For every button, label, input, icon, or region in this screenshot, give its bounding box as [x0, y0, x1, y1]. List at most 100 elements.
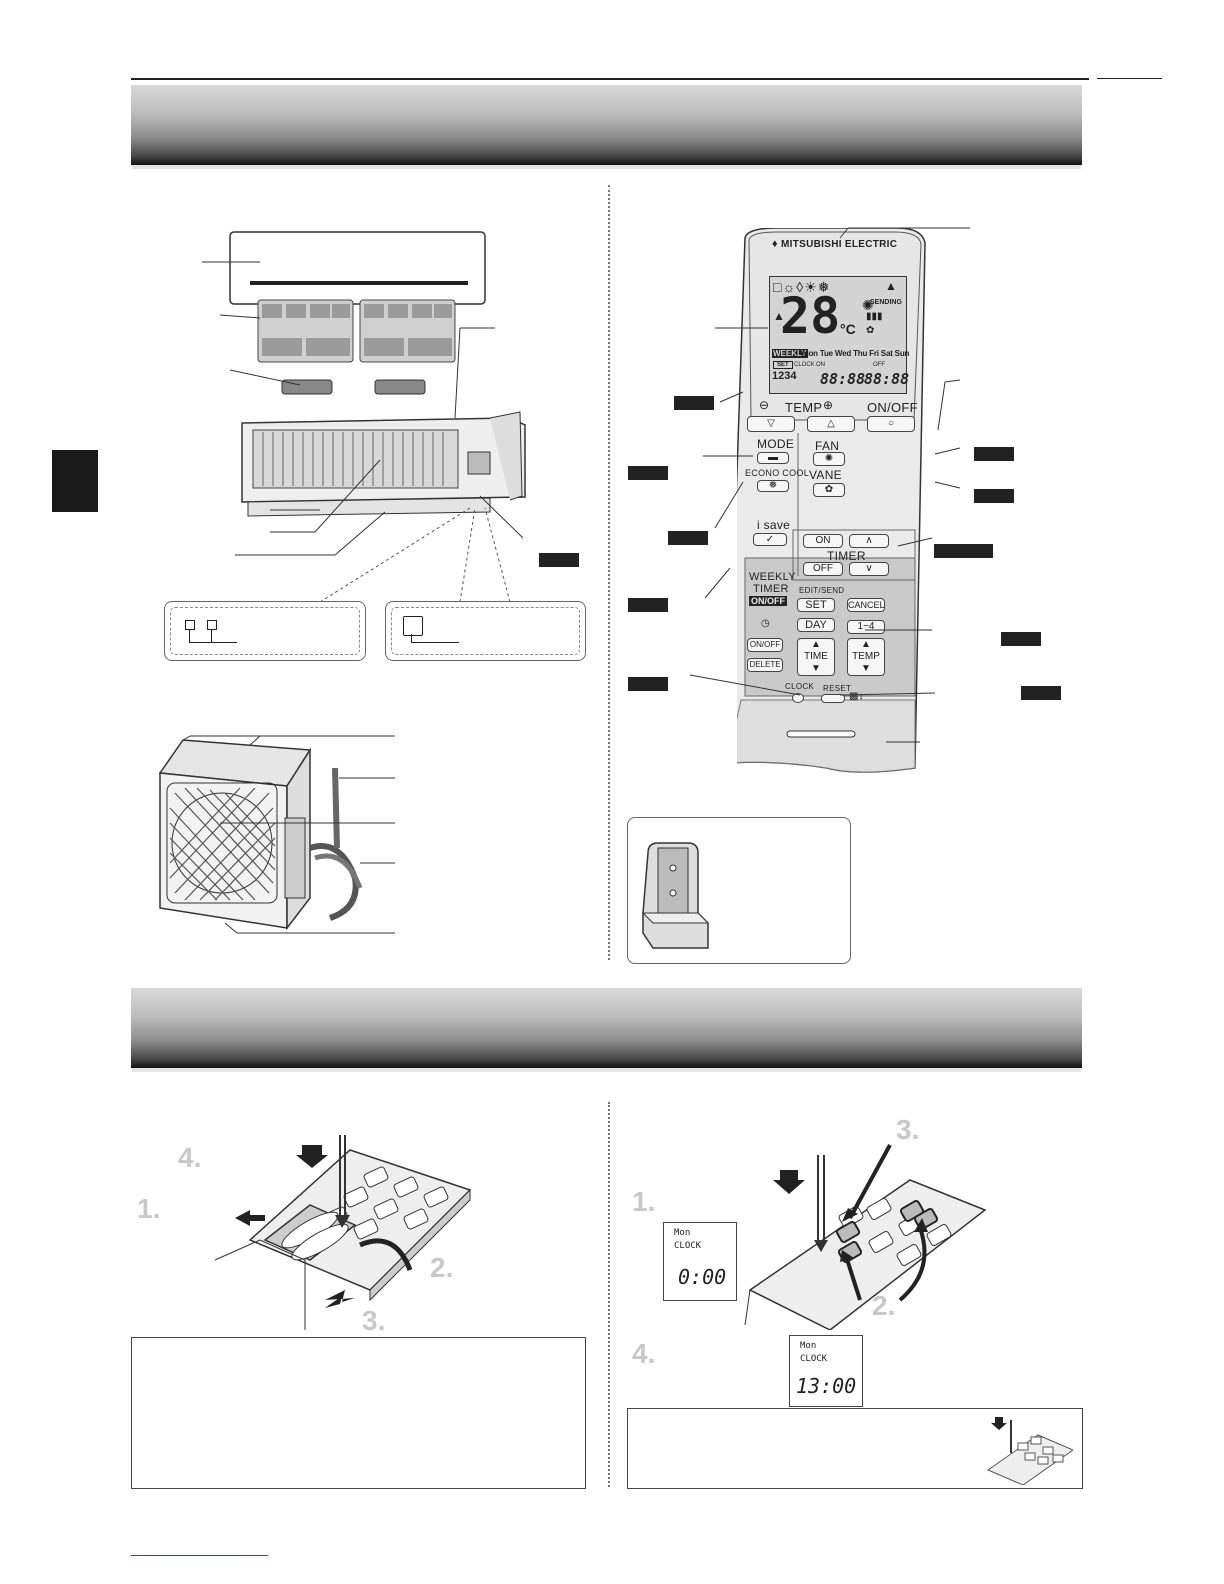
label-tag-mode [628, 466, 668, 480]
cancel-label: CANCEL [848, 600, 885, 610]
clock-setting-illustration [744, 1144, 987, 1330]
clock-button[interactable] [792, 693, 804, 703]
time-label: TIME [804, 651, 828, 662]
signal-icon: ▲ [885, 279, 897, 293]
clock-step-3: 3. [896, 1114, 920, 1145]
mode-icons: □☼◊☀❅ [773, 279, 831, 295]
reset-button[interactable] [821, 694, 845, 703]
label-tag-temp [674, 396, 714, 410]
battery-icon: ▩↓ [849, 691, 864, 702]
mode-button[interactable]: ▬ [757, 452, 789, 464]
vane-icon: ✿ [866, 325, 875, 336]
weekly-temp-button[interactable]: ▲TEMP▼ [847, 638, 885, 676]
detail-box-left [164, 601, 366, 661]
weekly-timer-label: TIMER [753, 583, 789, 595]
temp-label: TEMP [785, 400, 823, 415]
label-tag-timer [934, 544, 993, 558]
fan-label: FAN [815, 439, 840, 453]
timer-off-label: OFF [813, 563, 833, 574]
onoff-label: ON/OFF [867, 400, 918, 415]
day-button[interactable]: DAY [797, 618, 835, 632]
battery-step-4: 4. [178, 1142, 202, 1173]
top-rule [131, 78, 1089, 80]
fan-button[interactable]: ✺ [813, 452, 845, 466]
section-banner-1 [131, 85, 1082, 165]
brand-logo: ♦ MITSUBISHI ELECTRIC [772, 238, 898, 250]
econo-cool-label: ECONO COOL [745, 468, 810, 478]
label-tag-weekly [1001, 632, 1041, 646]
temp2-label: TEMP [852, 651, 880, 662]
isave-button[interactable]: ✓ [753, 533, 787, 546]
mode-label: MODE [757, 437, 795, 451]
timer-down-button[interactable]: ∨ [849, 562, 889, 576]
delete-label: DELETE [749, 660, 781, 669]
fan-speed-icon: ▮▮▮ [866, 311, 883, 322]
clock-display-day-2: Mon [800, 1341, 817, 1351]
timer-label: TIMER [827, 549, 866, 563]
label-tag-vane [974, 489, 1014, 503]
thermometer-icon: ▲ [773, 309, 785, 323]
vane-label: VANE [809, 468, 842, 482]
section-banner-2 [131, 988, 1082, 1068]
label-tag-fan [974, 447, 1014, 461]
battery-insertion-illustration [214, 1135, 472, 1330]
top-rule-right [1097, 78, 1162, 79]
label-tag-indoor [539, 553, 579, 567]
detail-box-right [385, 601, 586, 661]
clock-indicator: CLOCK [794, 362, 815, 368]
battery-note-box [131, 1337, 586, 1489]
weekly-onoff-small-button[interactable]: ON/OFF [747, 638, 783, 652]
column-divider-upper [608, 185, 610, 960]
timer-up-button[interactable]: ∧ [849, 534, 889, 548]
temp-down-button[interactable]: ▽ [747, 416, 795, 432]
weekly-label: WEEKLY [749, 571, 796, 583]
label-tag-reset [1021, 686, 1061, 700]
range-label: 1~4 [857, 621, 875, 632]
mitsubishi-logo-icon: ♦ [772, 238, 778, 250]
label-tag-isave [628, 598, 668, 612]
lcd-display: □☼◊☀❅ ▲ ▲ 28 °C ✺ SENDING ▮▮▮ ✿ WEEKLY M… [769, 276, 910, 394]
fan-icon: ✺ [862, 297, 874, 313]
temp-up-button[interactable]: △ [807, 416, 855, 432]
on-indicator: ON [816, 362, 825, 368]
econo-cool-button[interactable]: ❅ [757, 480, 789, 492]
isave-label: i save [757, 518, 791, 532]
clock-label: CLOCK [785, 682, 815, 691]
temperature-unit: °C [840, 321, 856, 337]
label-tag-econo [668, 531, 708, 545]
timer-on-button[interactable]: ON [803, 534, 843, 548]
timer-off-button[interactable]: OFF [803, 562, 843, 576]
weekly-indicator: WEEKLY [772, 349, 808, 358]
reset-label: RESET [823, 684, 852, 693]
vane-button[interactable]: ✿ [813, 483, 845, 497]
footer-link-rule [131, 1555, 268, 1556]
temp-plus-icon: ⊕ [823, 398, 834, 412]
off-indicator: OFF [873, 362, 885, 368]
time-button[interactable]: ▲TIME▼ [797, 638, 835, 676]
delete-button[interactable]: DELETE [747, 658, 783, 672]
section-tab [52, 450, 98, 512]
battery-step-3: 3. [362, 1305, 386, 1336]
program-numbers: 1234 [772, 370, 797, 382]
remote-holder-illustration [641, 842, 710, 949]
days-row: Mon Tue Wed Thu Fri Sat Sun [802, 349, 910, 358]
remote-holder-box [627, 817, 851, 964]
day-label: DAY [805, 619, 827, 631]
remote-leader-lines [689, 227, 970, 743]
onoff-button[interactable]: ○ [867, 416, 915, 432]
clock-display-time-2: 13:00 [796, 1374, 857, 1398]
clock-display-label-2: CLOCK [800, 1354, 828, 1364]
set-label: SET [805, 599, 827, 611]
lcd-time-on: 88:88 [820, 370, 866, 388]
clock-display-time: 0:00 [678, 1265, 727, 1289]
onoff-small-label: ON/OFF [749, 640, 781, 649]
clock-display-set: Mon CLOCK 13:00 [789, 1335, 863, 1407]
weekly-onoff-button[interactable]: ON/OFF [749, 596, 787, 606]
cancel-button[interactable]: CANCEL [847, 598, 885, 612]
battery-step-2: 2. [430, 1252, 454, 1283]
clock-step-4: 4. [632, 1338, 656, 1369]
clock-display-day: Mon [674, 1228, 691, 1238]
clock-note-box [627, 1408, 1083, 1489]
temp-minus-icon: ⊖ [759, 398, 770, 412]
set-button[interactable]: SET [797, 598, 835, 612]
